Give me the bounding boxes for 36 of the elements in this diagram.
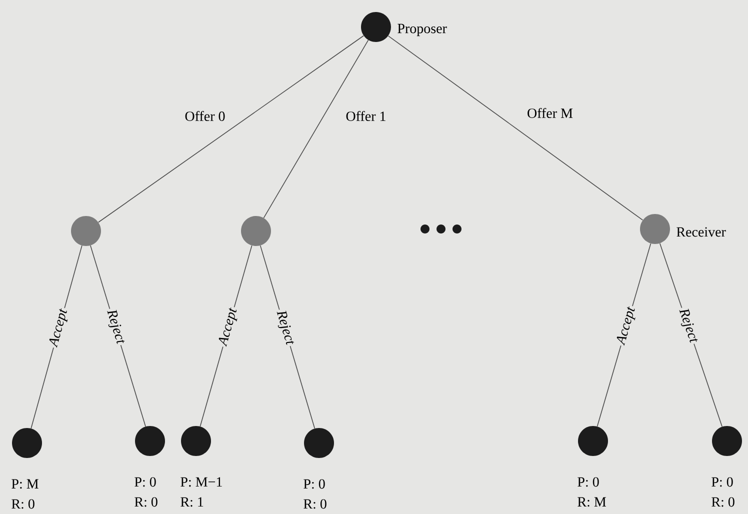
edge-label: Offer 0 — [183, 110, 227, 122]
payoff-label: R: 1 — [180, 497, 204, 507]
payoff-label: P: M−1 — [180, 477, 222, 487]
payoff-label: P: M — [12, 479, 38, 489]
game-node — [181, 426, 211, 456]
game-node — [12, 428, 42, 458]
payoff-label: R: 0 — [304, 499, 326, 509]
payoff-label: R: 0 — [712, 497, 734, 507]
edge-label: Reject — [272, 307, 298, 348]
edge-label: Accept — [46, 306, 72, 350]
tree-branch — [388, 36, 644, 220]
payoff-label: P: 0 — [304, 479, 325, 489]
edge-label: Reject — [674, 305, 702, 346]
edge-label: Accept — [614, 304, 640, 348]
player-label: Proposer — [398, 24, 447, 36]
game-node — [578, 426, 608, 456]
edge-label: Offer M — [526, 106, 574, 120]
game-node — [241, 216, 271, 246]
edge-label: Reject — [102, 306, 128, 348]
payoff-label: P: 0 — [134, 477, 156, 487]
payoff-label: R: 0 — [12, 499, 34, 509]
tree-branch — [263, 40, 369, 218]
edge-label: Accept — [216, 305, 242, 349]
payoff-label: P: 0 — [578, 477, 599, 487]
game-node — [304, 428, 334, 458]
game-node — [71, 216, 101, 246]
tree-branch — [98, 35, 364, 223]
game-node — [712, 426, 742, 456]
game-node — [135, 426, 165, 456]
payoff-label: R: 0 — [134, 497, 158, 507]
edge-label: Offer 1 — [344, 110, 388, 122]
player-label: Receiver — [676, 227, 726, 237]
game-node — [361, 12, 391, 42]
payoff-label: P: 0 — [712, 477, 733, 487]
game-node — [640, 214, 670, 244]
payoff-label: R: M — [578, 497, 606, 507]
